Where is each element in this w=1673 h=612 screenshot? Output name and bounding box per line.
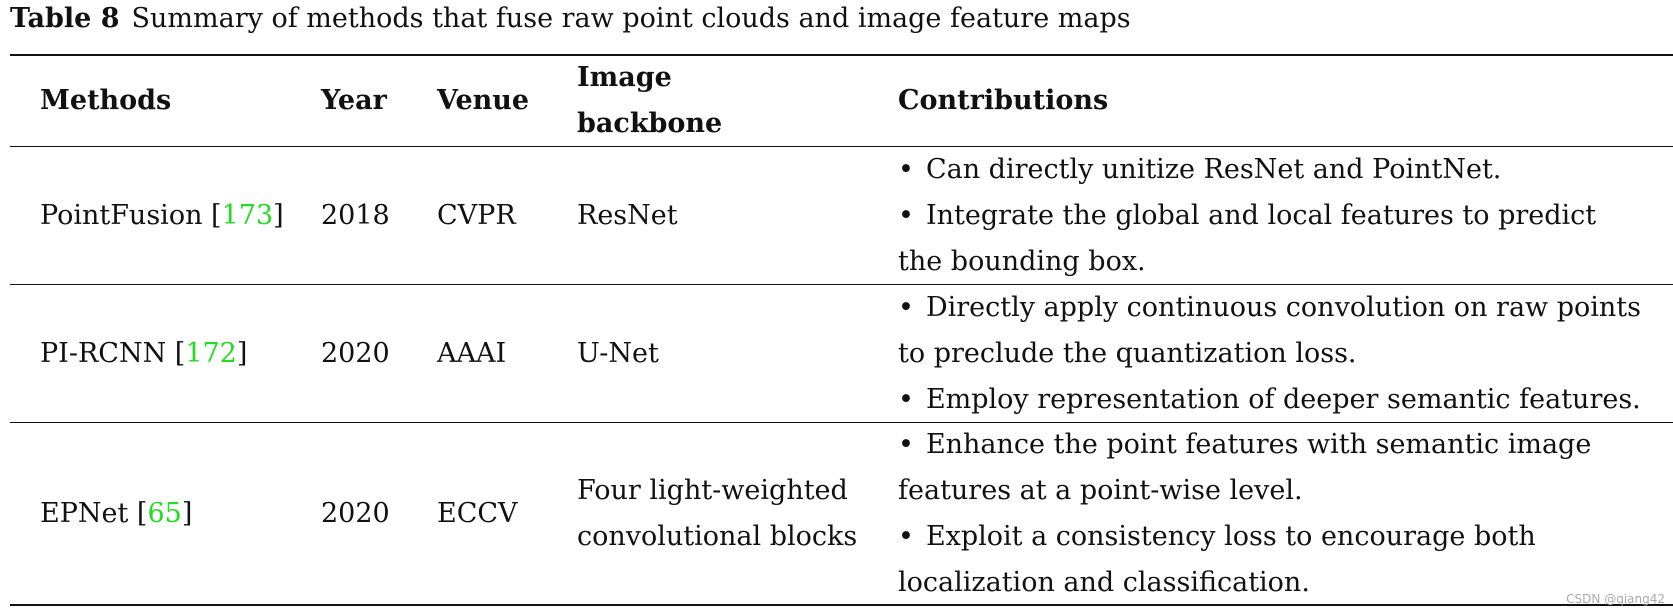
- contribution-line: • Directly apply continuous convolution o…: [898, 285, 1641, 331]
- caption-label: Table 8: [10, 3, 120, 34]
- row-rule-2: [10, 422, 1673, 423]
- contribution-line: • Exploit a consistency loss to encourage…: [898, 514, 1591, 560]
- header-year: Year: [321, 55, 387, 146]
- header-methods-label: Methods: [40, 84, 172, 116]
- table-caption: Table 8 Summary of methods that fuse raw …: [10, 2, 1131, 36]
- method-name: EPNet: [40, 497, 129, 529]
- contribution-line: to preclude the quantization loss.: [898, 331, 1641, 377]
- row3-contributions: • Enhance the point features with semanti…: [898, 423, 1591, 604]
- contribution-line: localization and classification.: [898, 560, 1591, 606]
- header-backbone-line2: backbone: [577, 107, 723, 139]
- caption-text: Summary of methods that fuse raw point c…: [131, 3, 1131, 34]
- venue-value: AAAI: [437, 337, 507, 369]
- header-venue: Venue: [437, 55, 529, 146]
- row3-method: EPNet [65]: [40, 423, 192, 604]
- citation-link[interactable]: 65: [147, 497, 182, 529]
- backbone-value: ResNet: [577, 199, 678, 231]
- row3-backbone: Four light-weighted convolutional blocks: [577, 423, 857, 604]
- row2-contributions: • Directly apply continuous convolution o…: [898, 285, 1641, 422]
- backbone-value: convolutional blocks: [577, 520, 858, 552]
- header-contributions-label: Contributions: [898, 84, 1109, 116]
- venue-value: CVPR: [437, 199, 516, 231]
- header-backbone-line1: Image: [577, 61, 672, 93]
- row1-venue: CVPR: [437, 147, 516, 284]
- header-image-backbone: Image backbone: [577, 55, 722, 146]
- backbone-value: Four light-weighted: [577, 474, 848, 506]
- row1-year: 2018: [321, 147, 390, 284]
- contribution-text: Directly apply continuous convolution on…: [925, 291, 1642, 323]
- bullet-icon: •: [898, 291, 914, 323]
- contribution-text: localization and classification.: [898, 566, 1310, 598]
- contribution-line: • Integrate the global and local features…: [898, 193, 1596, 239]
- row1-backbone: ResNet: [577, 147, 678, 284]
- row2-venue: AAAI: [437, 285, 506, 422]
- citation-link[interactable]: 173: [221, 199, 274, 231]
- bullet-icon: •: [898, 199, 914, 231]
- year-value: 2020: [321, 497, 390, 529]
- citation-link[interactable]: 172: [185, 337, 237, 369]
- header-venue-label: Venue: [437, 84, 530, 116]
- header-year-label: Year: [321, 84, 387, 116]
- row3-method-text: EPNet [65]: [40, 497, 193, 529]
- contribution-line: features at a point-wise level.: [898, 468, 1591, 514]
- bullet-icon: •: [898, 520, 914, 552]
- bullet-icon: •: [898, 153, 914, 185]
- bullet-icon: •: [898, 428, 914, 460]
- method-name: PointFusion: [40, 199, 203, 231]
- contribution-text: to preclude the quantization loss.: [898, 337, 1357, 369]
- contribution-line: • Employ representation of deeper semanti…: [898, 377, 1641, 423]
- row2-method-text: PI-RCNN [172]: [40, 337, 248, 369]
- contribution-text: Enhance the point features with semantic…: [925, 428, 1592, 460]
- watermark: CSDN @qiang42: [1566, 592, 1665, 606]
- row3-year: 2020: [321, 423, 390, 604]
- venue-value: ECCV: [437, 497, 518, 529]
- header-rule: [10, 146, 1673, 147]
- row1-method-text: PointFusion [173]: [40, 199, 284, 231]
- method-name: PI-RCNN: [40, 337, 167, 369]
- header-methods: Methods: [40, 55, 171, 146]
- contribution-text: Integrate the global and local features …: [925, 199, 1597, 231]
- year-value: 2018: [321, 199, 390, 231]
- contribution-line: • Enhance the point features with semanti…: [898, 422, 1591, 468]
- header-contributions: Contributions: [898, 55, 1108, 146]
- backbone-value: U-Net: [577, 337, 659, 369]
- row2-year: 2020: [321, 285, 390, 422]
- contribution-text: Can directly unitize ResNet and PointNet…: [925, 153, 1502, 185]
- bullet-icon: •: [898, 383, 914, 415]
- row1-method: PointFusion [173]: [40, 147, 284, 284]
- contribution-line: the bounding box.: [898, 239, 1596, 285]
- contribution-text: features at a point-wise level.: [898, 474, 1303, 506]
- row3-venue: ECCV: [437, 423, 518, 604]
- top-rule: [10, 54, 1673, 56]
- contribution-line: • Can directly unitize ResNet and PointNe…: [898, 147, 1596, 193]
- row2-method: PI-RCNN [172]: [40, 285, 247, 422]
- year-value: 2020: [321, 337, 390, 369]
- row-rule-1: [10, 284, 1673, 285]
- row1-contributions: • Can directly unitize ResNet and PointNe…: [898, 147, 1596, 284]
- contribution-text: the bounding box.: [898, 245, 1146, 277]
- contribution-text: Employ representation of deeper semantic…: [925, 383, 1641, 415]
- contribution-text: Exploit a consistency loss to encourage …: [925, 520, 1536, 552]
- row2-backbone: U-Net: [577, 285, 659, 422]
- bottom-rule: [10, 604, 1673, 606]
